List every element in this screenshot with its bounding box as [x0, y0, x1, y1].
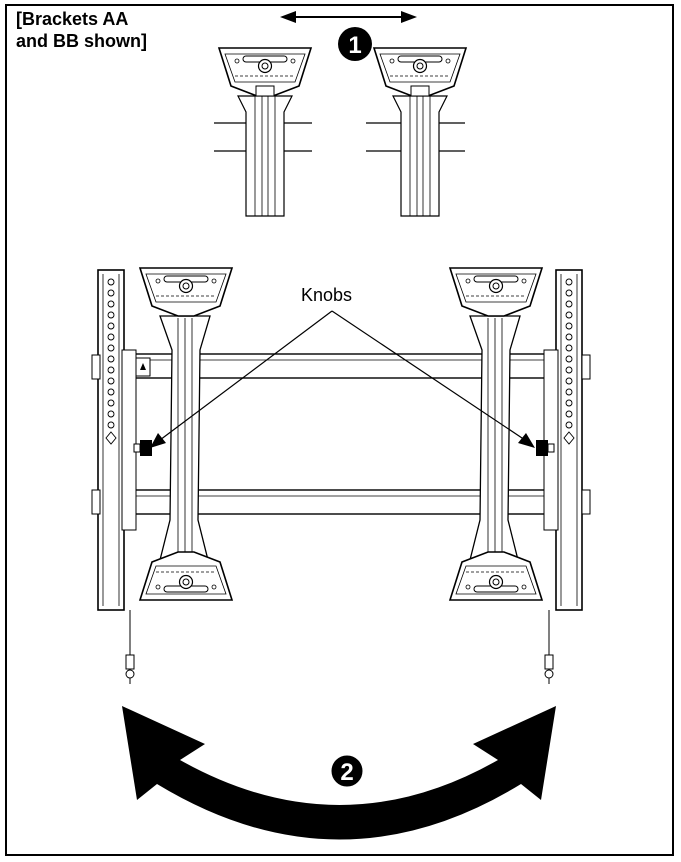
top-view-diagram: 1	[214, 11, 467, 217]
step-2-number: 2	[340, 759, 353, 786]
left-knob	[133, 440, 152, 456]
step-1-badge: 1	[338, 27, 372, 61]
double-headed-arrow-icon	[280, 11, 417, 23]
curved-double-arrow-icon	[122, 706, 556, 840]
mount-assembly	[91, 267, 591, 684]
caption-line-1: [Brackets AA	[16, 9, 129, 29]
knobs-callout-lines	[150, 310, 535, 448]
step-2-badge: 2	[328, 752, 366, 790]
right-knob	[536, 440, 555, 456]
caption-line-2: and BB shown]	[16, 31, 147, 51]
knobs-label: Knobs	[301, 285, 353, 305]
step-1-number: 1	[348, 32, 361, 59]
caption: [Brackets AA and BB shown]	[16, 8, 147, 52]
